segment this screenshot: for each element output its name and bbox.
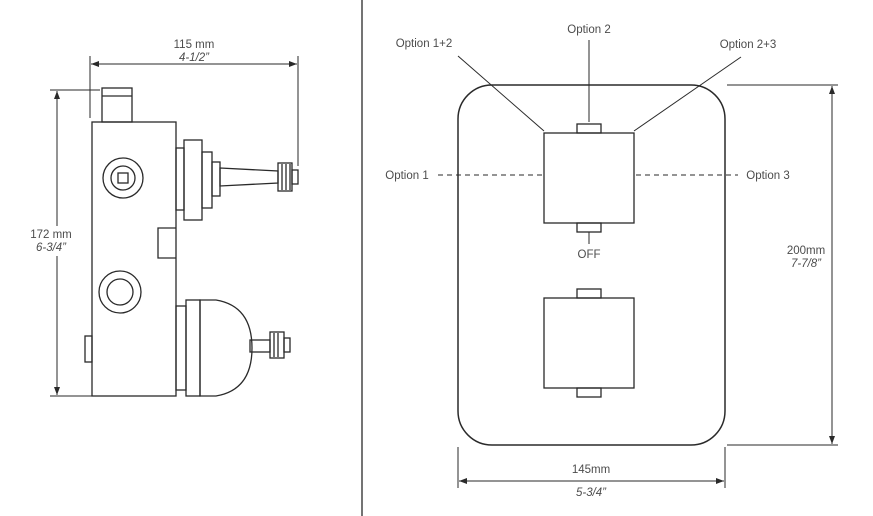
dim-plate-width-metric: 145mm — [572, 464, 610, 476]
dim-width-115mm: 115 mm 4-1/2” — [89, 39, 299, 166]
diverter-handle — [543, 123, 635, 244]
temperature-handle-top-tab — [576, 288, 602, 299]
lower-port — [98, 270, 142, 314]
upper-port — [102, 157, 144, 199]
lower-spindle — [249, 331, 291, 359]
label-option-2-3: Option 2+3 — [720, 39, 777, 51]
label-option-1: Option 1 — [385, 170, 428, 182]
dim-width-145mm: 145mm 5-3/4” — [457, 447, 726, 499]
upper-spindle — [219, 162, 299, 192]
mounting-tab — [84, 335, 93, 363]
option-labels: Option 2 Option 1+2 Option 2+3 Option 1 … — [385, 24, 789, 261]
diverter-handle-top-tab — [576, 123, 602, 134]
faceplate — [457, 84, 726, 446]
label-option-1-2: Option 1+2 — [396, 38, 453, 50]
faceplate-front-view: Option 2 Option 1+2 Option 2+3 Option 1 … — [385, 24, 838, 499]
valve-side-view: 115 mm 4-1/2” 172 mm 6-3/4” — [24, 39, 299, 397]
dim-height-200mm: 200mm 7-7/8” — [727, 84, 838, 446]
dim-plate-height-imperial: 7-7/8” — [791, 258, 822, 270]
label-option-3: Option 3 — [746, 170, 789, 182]
label-option-2: Option 2 — [567, 24, 610, 36]
dim-height-172mm: 172 mm 6-3/4” — [24, 89, 100, 397]
dim-plate-width-imperial: 5-3/4” — [576, 487, 607, 499]
diverter-handle-bottom-tab — [576, 222, 602, 233]
temperature-handle-square — [543, 297, 635, 389]
lower-cap — [175, 299, 253, 397]
body-casting — [91, 121, 177, 397]
dim-height-imperial: 6-3/4” — [36, 242, 67, 254]
cartridge — [175, 139, 221, 221]
dim-width-imperial: 4-1/2” — [179, 52, 210, 64]
diverter-handle-square — [543, 132, 635, 224]
dim-height-metric: 172 mm — [30, 229, 72, 241]
temperature-handle-bottom-tab — [576, 387, 602, 398]
dim-plate-height-metric: 200mm — [787, 245, 825, 257]
dim-width-metric: 115 mm — [174, 39, 215, 51]
top-pipe — [101, 87, 133, 123]
label-off: OFF — [578, 249, 601, 261]
temperature-handle — [543, 288, 635, 398]
valve-body — [84, 87, 299, 397]
